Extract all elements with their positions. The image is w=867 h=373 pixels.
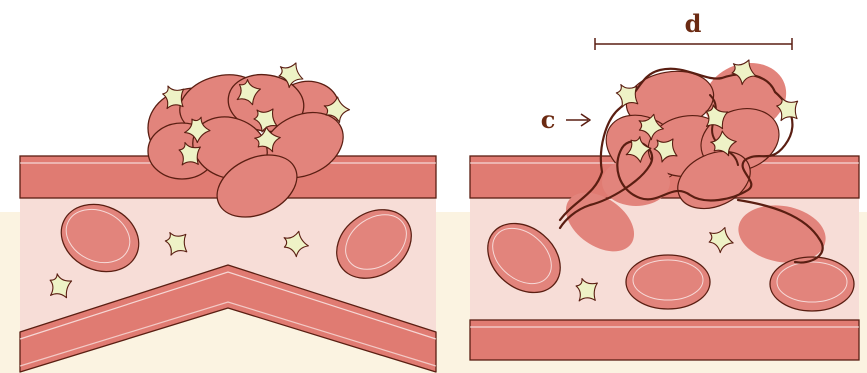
right-red-cell bbox=[770, 257, 854, 311]
dimension-bar-d bbox=[595, 38, 792, 50]
right-arrow-icon bbox=[566, 114, 590, 126]
right-vessel: d c bbox=[470, 9, 859, 360]
right-red-cell bbox=[626, 255, 710, 309]
label-c: c bbox=[541, 105, 556, 134]
label-d: d bbox=[685, 9, 702, 38]
right-vessel-bottom-wall bbox=[470, 320, 859, 360]
